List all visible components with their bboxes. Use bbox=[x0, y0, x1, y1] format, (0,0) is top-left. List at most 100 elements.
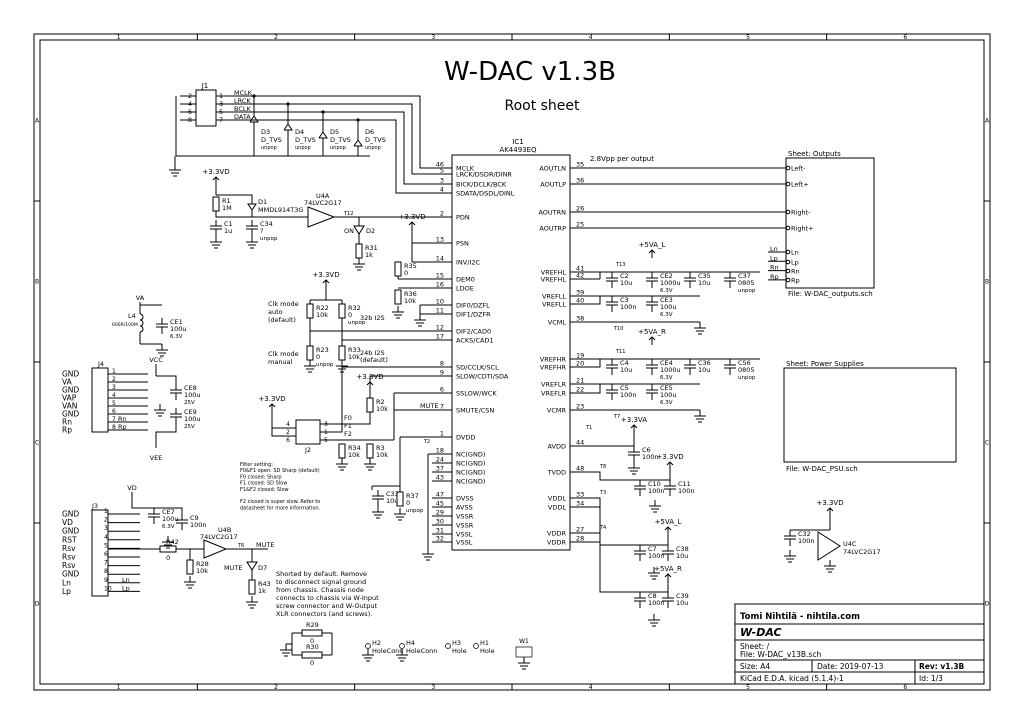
j3-net-label: Lp bbox=[122, 584, 130, 592]
ic1-left-pin-number: 3 bbox=[440, 177, 444, 185]
capacitor-value: 10u bbox=[698, 366, 710, 374]
j3-pin-name: RST bbox=[62, 535, 77, 544]
resistor bbox=[186, 559, 194, 575]
j3-pin-number: 4 bbox=[104, 534, 108, 541]
tb-file: File: W-DAC_v13B.sch bbox=[740, 650, 821, 659]
j4-body bbox=[91, 367, 109, 433]
ic1-right-pin-number: 42 bbox=[576, 272, 584, 280]
j4-pin-name: Rn bbox=[62, 418, 72, 427]
j4-pin-number: 3 bbox=[112, 384, 116, 391]
capacitor-value: 100n bbox=[678, 487, 695, 495]
d7-ref: D7 bbox=[258, 564, 267, 572]
resistor-value: 10k bbox=[316, 311, 328, 319]
capacitor-value: 1000u bbox=[660, 366, 681, 374]
ic1-left-pin-name: NC(GND) bbox=[456, 478, 485, 486]
testpoint-label: T7 bbox=[613, 414, 620, 420]
power-symbol bbox=[664, 573, 672, 582]
clk-auto-label: auto bbox=[268, 308, 283, 316]
ground-symbol bbox=[648, 567, 660, 580]
u4b-part: 74LVC2G17 bbox=[200, 533, 238, 541]
ic1-left-pin-number: 13 bbox=[436, 236, 444, 244]
capacitor-value: 100u bbox=[162, 515, 179, 523]
junction-dot bbox=[321, 110, 325, 114]
j1-right-pin: 5 bbox=[219, 108, 223, 116]
outputs-sheet-title: Sheet: Outputs bbox=[788, 150, 841, 158]
tb-author: Tomi Nihtilä - nihtila.com bbox=[740, 612, 860, 622]
r29-ref: R29 bbox=[306, 621, 319, 629]
zone-row-right: B bbox=[985, 279, 989, 286]
vd-label: VD bbox=[127, 484, 136, 492]
j4-pin-name: VAN bbox=[62, 402, 77, 411]
power-label: +5VA_L bbox=[655, 518, 682, 526]
ground-symbol bbox=[210, 236, 222, 249]
capacitor-note: unpop bbox=[738, 375, 756, 381]
ic1-left-pin-name: SSLOW/WCK bbox=[456, 390, 497, 398]
capacitor-value: 1u bbox=[224, 227, 232, 235]
capacitor-note: 25V bbox=[184, 400, 195, 406]
ic1-left-pin-name: NC(GND) bbox=[456, 469, 485, 477]
capacitor-ref: C56 bbox=[738, 359, 751, 367]
tvs-ref: D3 bbox=[261, 128, 270, 136]
j2-ref: J2 bbox=[304, 446, 311, 454]
j3-pin-name: GND bbox=[62, 527, 79, 536]
resistor-value: 10k bbox=[376, 451, 388, 459]
tb-rev: Rev: v1.3B bbox=[919, 662, 965, 671]
j1-right-pin: 7 bbox=[219, 116, 223, 124]
outputs-sheet-pin: Rp bbox=[791, 277, 800, 285]
capacitor-ref: CE9 bbox=[184, 408, 197, 416]
vcc-label: VCC bbox=[149, 356, 163, 364]
tvs-part: D_TVS bbox=[330, 136, 351, 144]
resistor-value: 10k bbox=[404, 297, 416, 305]
capacitor-ref: C6 bbox=[642, 446, 651, 454]
ic1-left-pin-name: SD/CCLK/SCL bbox=[456, 364, 499, 372]
ic1-left-pin-name: VSSR bbox=[456, 513, 474, 521]
j4-pin-number: 7 bbox=[112, 416, 116, 423]
j3-pin-name: GND bbox=[62, 570, 79, 579]
ic1-right-pin-name: AOUTLP bbox=[540, 181, 566, 189]
r30-ref: R30 bbox=[306, 643, 319, 651]
power-symbol bbox=[666, 461, 674, 470]
vreflr-rail bbox=[592, 383, 700, 394]
ic1-left-pin-number: 6 bbox=[440, 386, 444, 394]
capacitor-ref: C39 bbox=[676, 592, 689, 600]
capacitor bbox=[606, 272, 618, 288]
j2-pin-left: 6 bbox=[286, 437, 290, 444]
resistor bbox=[212, 196, 220, 212]
capacitor bbox=[784, 530, 796, 546]
va-bus bbox=[139, 304, 162, 345]
capacitor bbox=[148, 508, 160, 524]
zone-row-right: A bbox=[985, 118, 990, 125]
ground-symbol bbox=[648, 614, 660, 627]
power-symbol bbox=[826, 507, 834, 516]
resistor-ref: R22 bbox=[316, 304, 329, 312]
testpoint-label: T10 bbox=[613, 326, 623, 332]
ic1-right-pin-number: 28 bbox=[576, 535, 584, 543]
r42-resistor bbox=[159, 545, 177, 553]
f1-label: F1 bbox=[344, 422, 352, 430]
ic1-right-pin-name: VREFHR bbox=[540, 364, 567, 372]
capacitor-value: 100n bbox=[190, 521, 207, 529]
psu-sheet-file: File: W-DAC_PSU.sch bbox=[786, 465, 858, 473]
ic1-right-pin-name: AVDD bbox=[548, 443, 567, 451]
capacitor-note: 6.3V bbox=[660, 288, 673, 294]
j1-ref: J1 bbox=[201, 82, 209, 90]
capacitor-value: 100n bbox=[620, 303, 637, 311]
psn-wire bbox=[411, 230, 432, 263]
j3-pin-name: VD bbox=[62, 518, 73, 527]
j2-pin-left: 4 bbox=[286, 421, 290, 428]
capacitor-ref: C32 bbox=[798, 530, 811, 538]
ic1-right-pin-number: 26 bbox=[576, 205, 584, 213]
capacitor bbox=[170, 408, 182, 424]
power-label: +5VA_R bbox=[654, 565, 682, 573]
ic1-right-pin-name: VDDR bbox=[547, 539, 566, 547]
chassis-links bbox=[286, 632, 333, 656]
ic1-left-pin-name: ACKS/CAD1 bbox=[456, 337, 494, 345]
sslow-wire bbox=[393, 392, 432, 440]
u4a-ref: U4A bbox=[316, 192, 330, 200]
j1-net-label: LRCK bbox=[234, 97, 251, 105]
ic1-right-pin-number: 23 bbox=[576, 403, 584, 411]
net-label: Lp bbox=[770, 254, 778, 262]
